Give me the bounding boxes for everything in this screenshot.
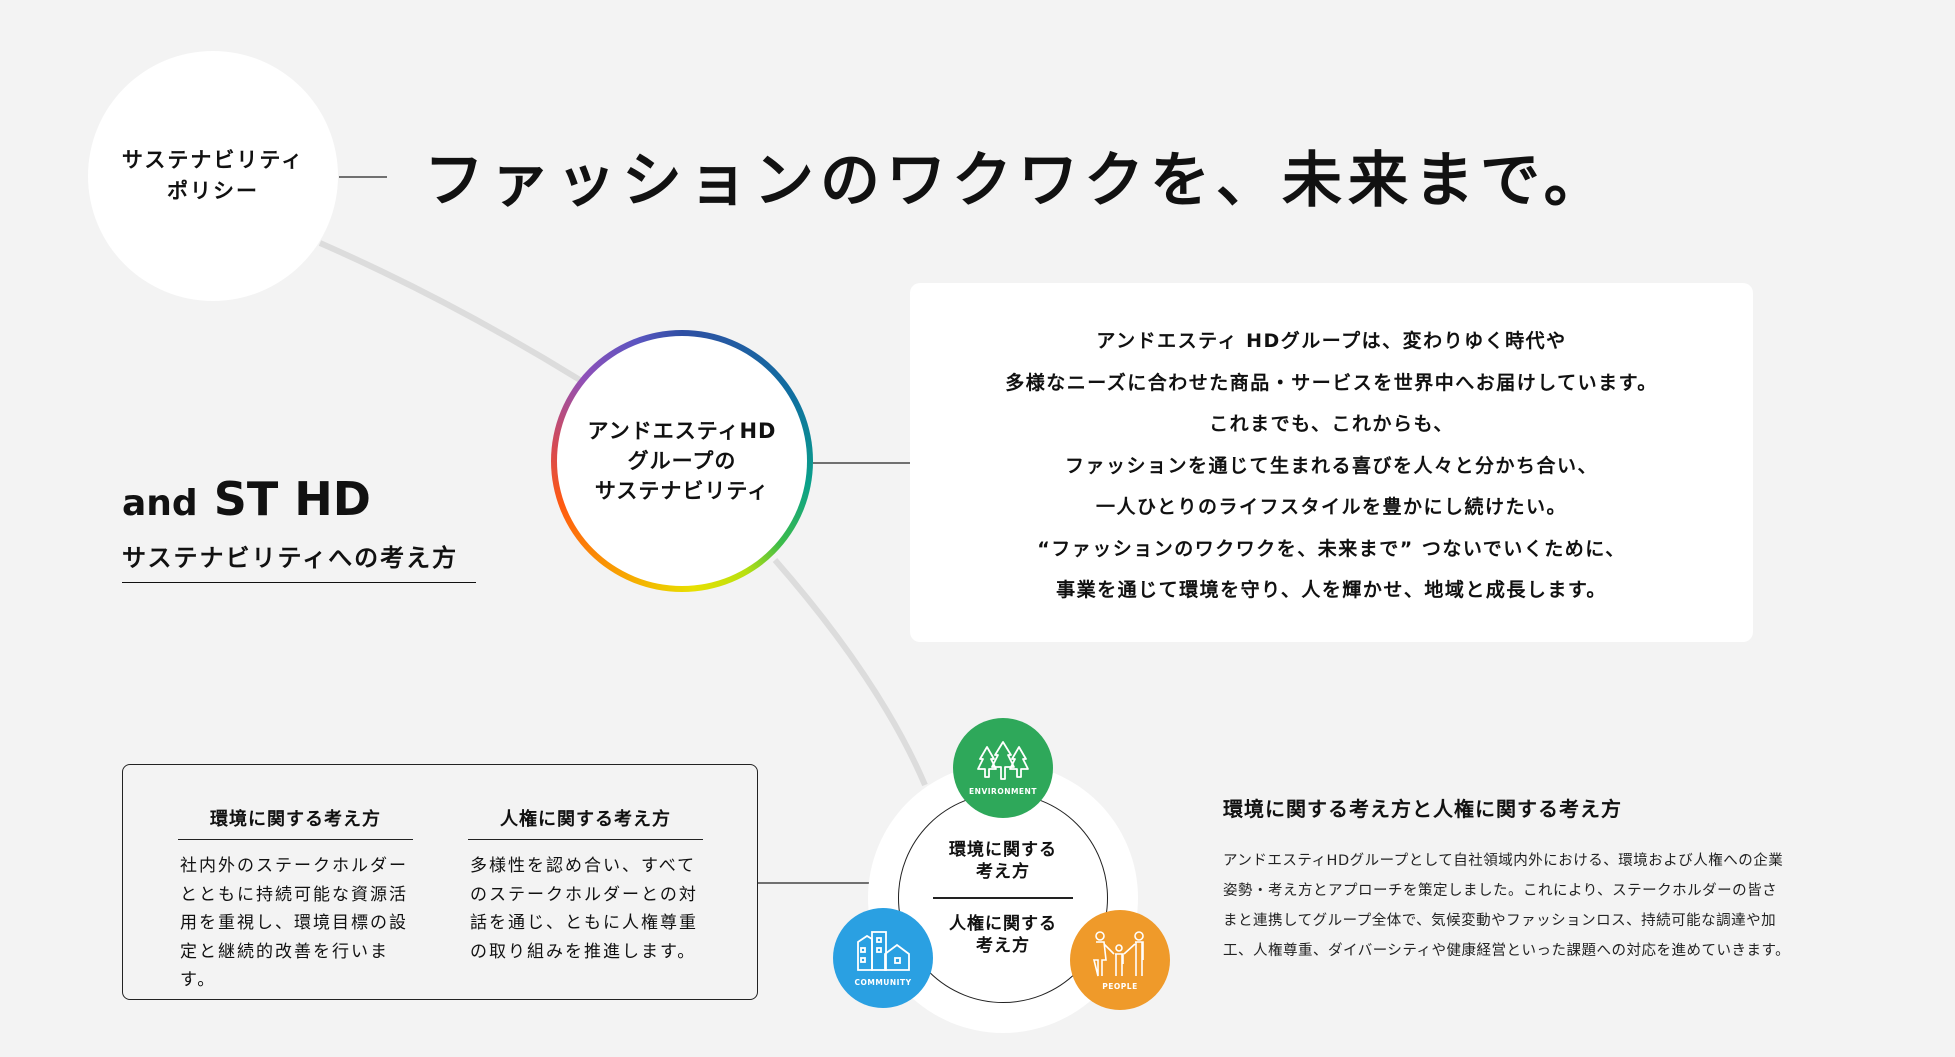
column-line: 定と継続的改善を行います。 xyxy=(180,941,389,991)
human-rights-column: 人権に関する考え方 多様性を認め合い、すべて のステークホルダーとの対 話を通じ… xyxy=(468,805,703,966)
body-line: まと連携してグループ全体で、気候変動やファッションロス、持続可能な調達や加 xyxy=(1223,913,1777,929)
env-label-1: 環境に関する xyxy=(949,840,1057,861)
center-line1: アンドエスティHD xyxy=(587,419,777,443)
column-title: 環境に関する考え方 xyxy=(178,805,413,840)
message-line: これまでも、これからも、 xyxy=(1209,413,1454,435)
policy-line2: ポリシー xyxy=(167,179,259,203)
message-line: 多様なニーズに合わせた商品・サービスを世界中へお届けしています。 xyxy=(1005,371,1658,394)
center-line3: サステナビリティ xyxy=(594,479,770,503)
buildings-icon xyxy=(857,930,910,971)
column-line: 社内外のステークホルダー xyxy=(180,856,408,876)
andst-hd-logo: and ST HD xyxy=(122,472,371,526)
hr-label-1: 人権に関する xyxy=(949,913,1057,934)
column-line: のステークホルダーとの対 xyxy=(470,884,698,905)
policy-summary-box: 環境に関する考え方 社内外のステークホルダー とともに持続可能な資源活 用を重視… xyxy=(122,764,758,1000)
message-box: アンドエスティ HDグループは、変わりゆく時代や 多様なニーズに合わせた商品・サ… xyxy=(910,283,1753,642)
body-line: 姿勢・考え方とアプローチを策定しました。これにより、ステークホルダーの皆さ xyxy=(1223,883,1778,899)
column-title: 人権に関する考え方 xyxy=(468,805,703,840)
env-label-2: 考え方 xyxy=(976,862,1030,883)
column-line: 多様性を認め合い、すべて xyxy=(470,856,697,876)
body-line: 工、人権尊重、ダイバーシティや健康経営といった課題への対応を進めていきます。 xyxy=(1223,943,1791,959)
hr-label-2: 考え方 xyxy=(976,935,1030,956)
group-sustainability-circle: アンドエスティHD グループの サステナビリティ xyxy=(551,330,813,592)
logo-sthd: ST HD xyxy=(213,472,371,526)
column-line: 用を重視し、環境目標の設 xyxy=(180,913,408,933)
community-badge: COMMUNITY xyxy=(833,908,933,1008)
sustainability-policy-circle: サステナビリティ ポリシー xyxy=(88,51,338,301)
trees-icon xyxy=(977,740,1029,780)
environment-label: ENVIRONMENT xyxy=(969,786,1037,796)
center-line2: グループの xyxy=(627,449,737,473)
message-line: 事業を通じて環境を守り、人を輝かせ、地域と成長します。 xyxy=(1056,579,1607,601)
message-line: ファッションを通じて生まれる喜びを人々と分かち合い、 xyxy=(1064,454,1598,477)
policy-line1: サステナビリティ xyxy=(121,148,305,172)
people-badge: PEOPLE xyxy=(1070,910,1170,1010)
column-line: とともに持続可能な資源活 xyxy=(180,884,408,905)
headline: ファッションのワクワクを、未来まで。 xyxy=(424,146,1610,216)
section-title: 環境に関する考え方と人権に関する考え方 xyxy=(1223,797,1622,821)
logo-subtitle: サステナビリティへの考え方 xyxy=(122,544,459,572)
section-body: アンドエスティHDグループとして自社領域内外における、環境および人権への企業 姿… xyxy=(1223,846,1863,966)
body-line: アンドエスティHDグループとして自社領域内外における、環境および人権への企業 xyxy=(1223,853,1784,869)
column-line: 話を通じ、ともに人権尊重 xyxy=(470,913,698,933)
message-line: “ファッションのワクワクを、未来まで” つないでいくために、 xyxy=(1037,537,1626,560)
people-label: PEOPLE xyxy=(1102,981,1138,991)
environment-column: 環境に関する考え方 社内外のステークホルダー とともに持続可能な資源活 用を重視… xyxy=(178,805,413,995)
community-label: COMMUNITY xyxy=(854,977,912,987)
logo-and: and xyxy=(122,483,198,524)
divider xyxy=(122,582,476,583)
environment-badge: ENVIRONMENT xyxy=(953,718,1053,818)
message-line: アンドエスティ HDグループは、変わりゆく時代や xyxy=(1096,330,1567,352)
column-line: の取り組みを推進します。 xyxy=(470,941,697,962)
divider xyxy=(933,897,1073,899)
message-line: 一人ひとりのライフスタイルを豊かにし続けたい。 xyxy=(1096,496,1567,518)
family-icon xyxy=(1092,930,1144,976)
